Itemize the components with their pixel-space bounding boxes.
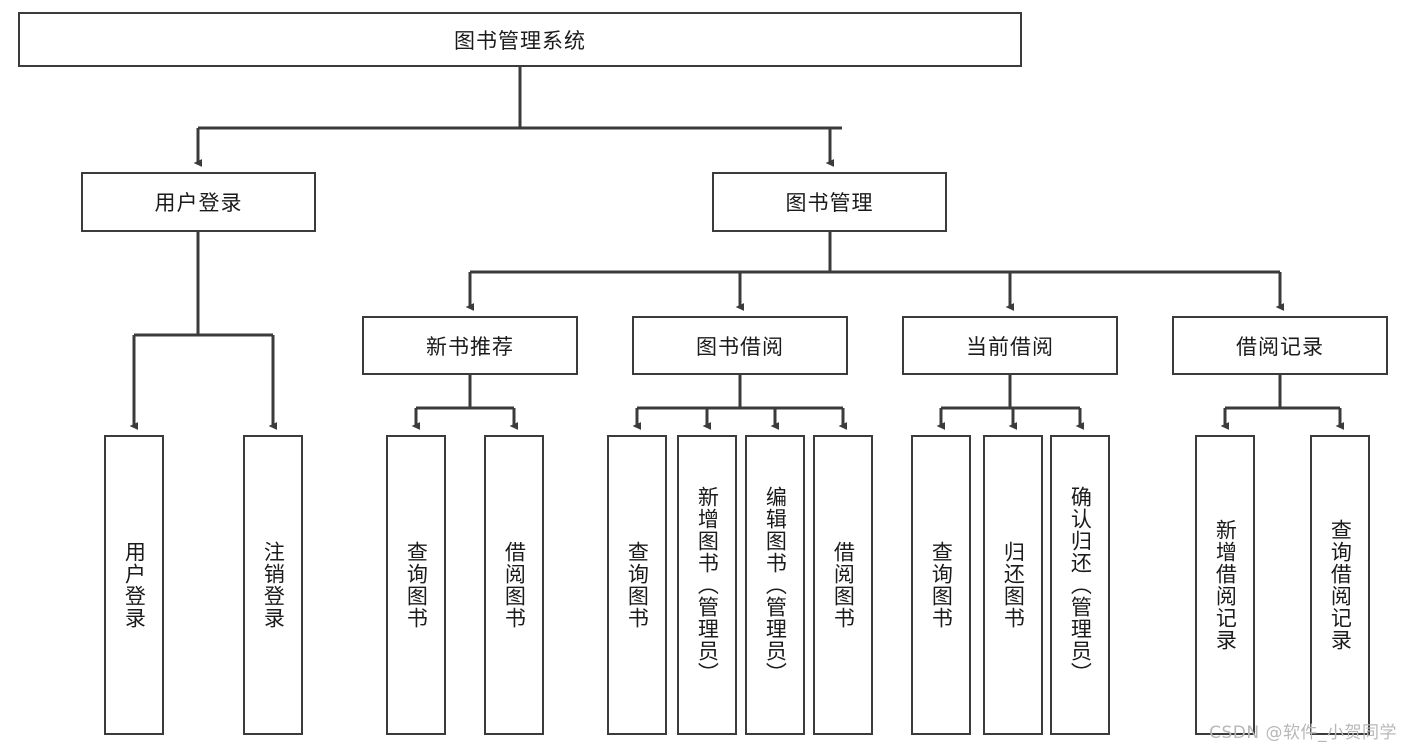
csdn-watermark: CSDN @软件_小贺同学 xyxy=(1209,723,1397,743)
node-leaf-add-book-label: 新增图书（管理员） xyxy=(695,486,720,684)
node-leaf-confirm-return-label: 确认归还（管理员） xyxy=(1068,486,1093,684)
node-leaf-add-record[interactable]: 新增借阅记录 xyxy=(1195,435,1255,735)
node-leaf-add-record-label: 新增借阅记录 xyxy=(1213,519,1238,651)
node-leaf-add-book[interactable]: 新增图书（管理员） xyxy=(677,435,737,735)
node-book-borrow-label: 图书借阅 xyxy=(696,334,784,359)
node-book-manage[interactable]: 图书管理 xyxy=(712,172,947,232)
node-current-borrow-label: 当前借阅 xyxy=(966,334,1054,359)
node-book-manage-label: 图书管理 xyxy=(785,191,874,215)
node-new-book-rec[interactable]: 新书推荐 xyxy=(362,316,578,375)
node-leaf-user-logout[interactable]: 注销登录 xyxy=(243,435,303,735)
node-leaf-query-record[interactable]: 查询借阅记录 xyxy=(1310,435,1370,735)
node-leaf-user-logout-label: 注销登录 xyxy=(261,541,286,629)
node-new-book-rec-label: 新书推荐 xyxy=(426,334,514,359)
node-leaf-user-login[interactable]: 用户登录 xyxy=(104,435,164,735)
node-root[interactable]: 图书管理系统 xyxy=(18,12,1022,67)
node-leaf-query-book-2[interactable]: 查询图书 xyxy=(607,435,667,735)
node-leaf-return-book[interactable]: 归还图书 xyxy=(983,435,1043,735)
node-leaf-borrow-book-1[interactable]: 借阅图书 xyxy=(484,435,544,735)
node-root-label: 图书管理系统 xyxy=(454,28,586,53)
node-leaf-borrow-book-1-label: 借阅图书 xyxy=(502,541,527,629)
node-user-login[interactable]: 用户登录 xyxy=(81,172,316,232)
node-book-borrow[interactable]: 图书借阅 xyxy=(632,316,848,375)
node-borrow-record-label: 借阅记录 xyxy=(1236,334,1324,359)
node-current-borrow[interactable]: 当前借阅 xyxy=(902,316,1118,375)
node-borrow-record[interactable]: 借阅记录 xyxy=(1172,316,1388,375)
node-leaf-query-book-3-label: 查询图书 xyxy=(929,541,954,629)
node-leaf-return-book-label: 归还图书 xyxy=(1001,541,1026,629)
node-leaf-edit-book-label: 编辑图书（管理员） xyxy=(763,486,788,684)
node-leaf-query-book-1[interactable]: 查询图书 xyxy=(386,435,446,735)
node-leaf-query-book-1-label: 查询图书 xyxy=(404,541,429,629)
node-user-login-label: 用户登录 xyxy=(154,191,243,215)
node-leaf-confirm-return[interactable]: 确认归还（管理员） xyxy=(1050,435,1110,735)
node-leaf-query-record-label: 查询借阅记录 xyxy=(1328,519,1353,651)
node-leaf-edit-book[interactable]: 编辑图书（管理员） xyxy=(745,435,805,735)
node-leaf-query-book-3[interactable]: 查询图书 xyxy=(911,435,971,735)
node-leaf-user-login-label: 用户登录 xyxy=(122,541,147,629)
node-leaf-borrow-book-2-label: 借阅图书 xyxy=(831,541,856,629)
node-leaf-query-book-2-label: 查询图书 xyxy=(625,541,650,629)
node-leaf-borrow-book-2[interactable]: 借阅图书 xyxy=(813,435,873,735)
